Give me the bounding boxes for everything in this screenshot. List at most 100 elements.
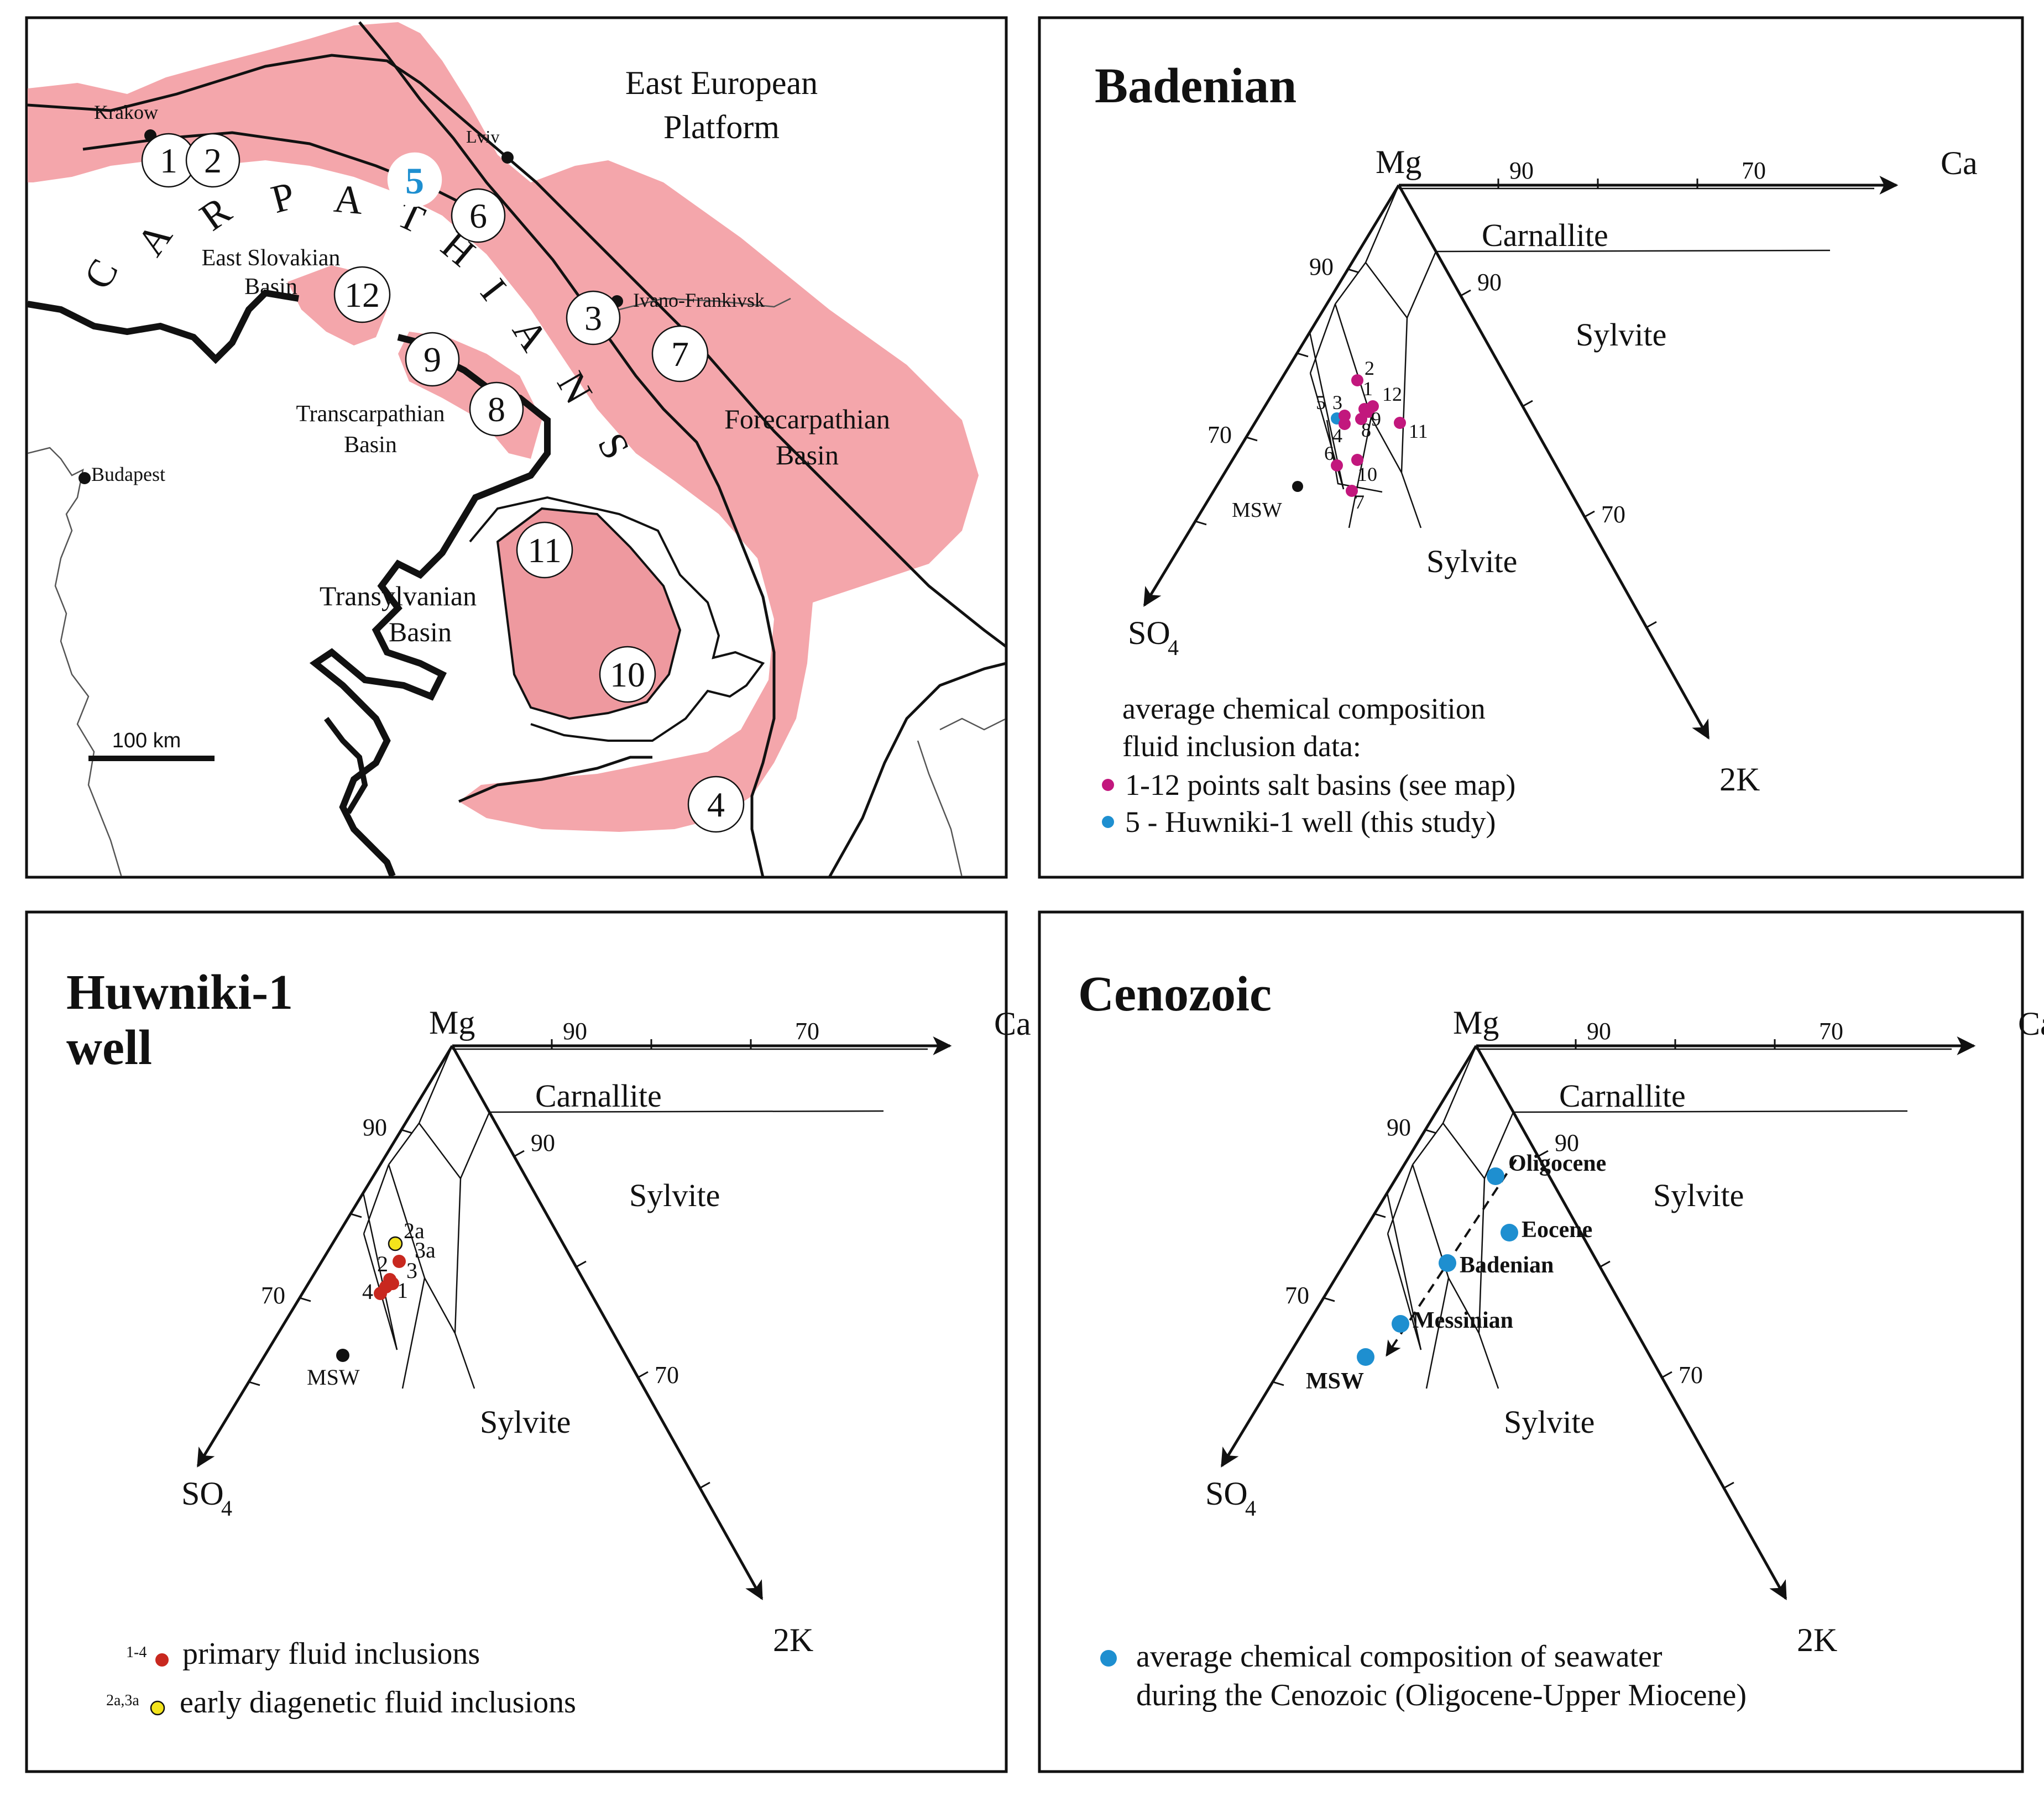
- city-dot: [501, 151, 514, 164]
- field-boundary: [1478, 1333, 1499, 1389]
- badenian-point-label: 11: [1409, 420, 1428, 442]
- tick-so4: [1323, 1297, 1335, 1302]
- tick-label-2k-70: 70: [1601, 501, 1625, 528]
- badenian-point-label: 8: [1361, 419, 1371, 441]
- huwniki-legend-marker-yellow: [150, 1700, 165, 1716]
- field-sylvite-upper: Sylvite: [629, 1177, 720, 1213]
- label-east-slovakian-basin: Basin: [244, 274, 297, 300]
- tectonic-line-3: [358, 21, 776, 876]
- svg-text:1: 1: [160, 141, 177, 180]
- field-boundary: [362, 1192, 398, 1350]
- site-8: 8: [469, 381, 524, 437]
- city-krakow: Krakow: [94, 101, 158, 142]
- field-boundary: [1309, 303, 1336, 374]
- badenian-point-label: 9: [1371, 408, 1381, 430]
- tick-so4: [1246, 436, 1258, 442]
- vertex-mg: Mg: [1376, 144, 1421, 180]
- svg-text:9: 9: [424, 340, 441, 379]
- badenian-legend-item2: 5 - Huwniki-1 well (this study): [1125, 805, 1496, 839]
- badenian-title: Badenian: [1095, 59, 1297, 113]
- tick-label-ca-90: 90: [1509, 157, 1534, 184]
- badenian-point-4: [1339, 418, 1351, 430]
- tick-so4: [248, 1381, 260, 1386]
- svg-text:12: 12: [344, 275, 380, 315]
- cenozoic-legend-line1: average chemical composition of seawater: [1136, 1639, 1663, 1674]
- political-boundary-3: [917, 740, 963, 876]
- vertex-ca: Ca: [1941, 145, 1978, 181]
- field-carnallite: Carnallite: [1482, 217, 1608, 253]
- carnallite-boundary: [489, 1110, 884, 1113]
- vertex-ca: Ca: [994, 1005, 1031, 1042]
- field-boundary: [1400, 317, 1408, 473]
- label-forecarpathian: Forecarpathian: [724, 404, 890, 434]
- cenozoic-point-label: Oligocene: [1508, 1151, 1606, 1176]
- field-boundary: [1387, 1164, 1414, 1234]
- svg-text:3: 3: [584, 298, 602, 338]
- tick-2k: [576, 1260, 587, 1268]
- svg-text:6: 6: [469, 196, 487, 235]
- carnallite-boundary: [1513, 1110, 1908, 1113]
- msw-label: MSW: [307, 1365, 360, 1390]
- field-boundary: [1447, 1277, 1480, 1334]
- field-boundary: [1348, 417, 1372, 528]
- badenian-point-label: 2: [1365, 357, 1374, 379]
- svg-text:2: 2: [204, 141, 222, 180]
- field-boundary: [1442, 1045, 1477, 1124]
- msw-label: MSW: [1232, 499, 1282, 522]
- badenian-legend-line2: fluid inclusion data:: [1122, 730, 1361, 763]
- city-label: Lviv: [466, 127, 499, 146]
- label-transylvanian: Transylvanian: [320, 580, 477, 611]
- tick-2k: [514, 1150, 525, 1157]
- svg-text:5: 5: [405, 160, 424, 202]
- site-1: 1: [141, 133, 196, 188]
- carnallite-boundary: [1436, 249, 1831, 253]
- badenian-point-label: 7: [1355, 491, 1365, 513]
- field-sylvite-lower: Sylvite: [1504, 1404, 1595, 1440]
- badenian-legend-marker-magenta: [1102, 779, 1114, 791]
- cenozoic-ternary: MgCaSO42K907090709070CarnalliteSylviteSy…: [1205, 1004, 2044, 1658]
- tick-label-2k-90: 90: [1477, 269, 1502, 296]
- tick-so4: [1272, 1381, 1284, 1386]
- vertex-mg: Mg: [1453, 1004, 1499, 1041]
- vertex-so4-subscript: 4: [221, 1496, 232, 1521]
- field-boundary: [454, 1178, 462, 1334]
- badenian-legend-line1: average chemical composition: [1122, 692, 1486, 725]
- field-boundary: [1425, 1277, 1450, 1389]
- tick-label-so4-90: 90: [363, 1114, 387, 1141]
- badenian-legend-marker-blue: [1102, 816, 1114, 828]
- site-6: 6: [451, 188, 506, 243]
- scale-bar-label: 100 km: [112, 729, 181, 752]
- site-3: 3: [566, 290, 621, 345]
- field-boundary: [418, 1045, 453, 1124]
- vertex-ca: Ca: [2018, 1005, 2044, 1042]
- badenian-point-2: [1351, 374, 1363, 386]
- huwniki-point-label: 2: [377, 1251, 388, 1276]
- badenian-legend-item1: 1-12 points salt basins (see map): [1125, 768, 1515, 801]
- tick-label-so4-90: 90: [1387, 1114, 1411, 1141]
- badenian-point-label: 3: [1332, 391, 1342, 413]
- cenozoic-legend-marker: [1100, 1650, 1117, 1667]
- badenian-point-label: 12: [1382, 383, 1402, 405]
- political-boundary-4: [619, 297, 791, 311]
- label-transcarpathian-basin: Basin: [344, 432, 397, 458]
- axis-2k: [1475, 1045, 1787, 1600]
- tick-label-so4-70: 70: [1285, 1282, 1309, 1309]
- tick-so4: [1195, 520, 1207, 526]
- field-boundary: [363, 1164, 390, 1234]
- tick-2k: [1522, 400, 1533, 407]
- cenozoic-title: Cenozoic: [1078, 967, 1272, 1021]
- forecarpathian-basin-area: [28, 22, 979, 832]
- cenozoic-panel: Cenozoic MgCaSO42K907090709070Carnallite…: [1038, 910, 2044, 1773]
- cenozoic-point-label: Messinian: [1413, 1308, 1513, 1333]
- field-boundary: [1412, 1123, 1444, 1165]
- cenozoic-legend-line2: during the Cenozoic (Oligocene-Upper Mio…: [1136, 1678, 1747, 1712]
- cenozoic-point-label: MSW: [1306, 1369, 1364, 1394]
- huwniki-title-1: Huwniki-1: [66, 965, 293, 1020]
- field-boundary: [1334, 262, 1367, 305]
- field-boundary: [1365, 262, 1408, 318]
- huwniki-point-label: 4: [362, 1279, 373, 1304]
- field-sylvite-lower: Sylvite: [1426, 543, 1517, 579]
